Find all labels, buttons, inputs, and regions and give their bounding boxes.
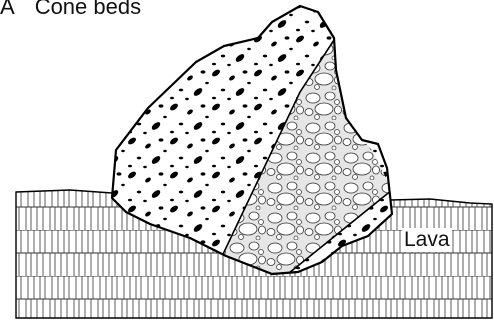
panel-letter: A xyxy=(0,0,15,19)
figure-title: Cone beds xyxy=(35,0,141,19)
lava-label: Lava xyxy=(402,228,452,252)
figure-heading: A Cone beds xyxy=(0,0,141,20)
